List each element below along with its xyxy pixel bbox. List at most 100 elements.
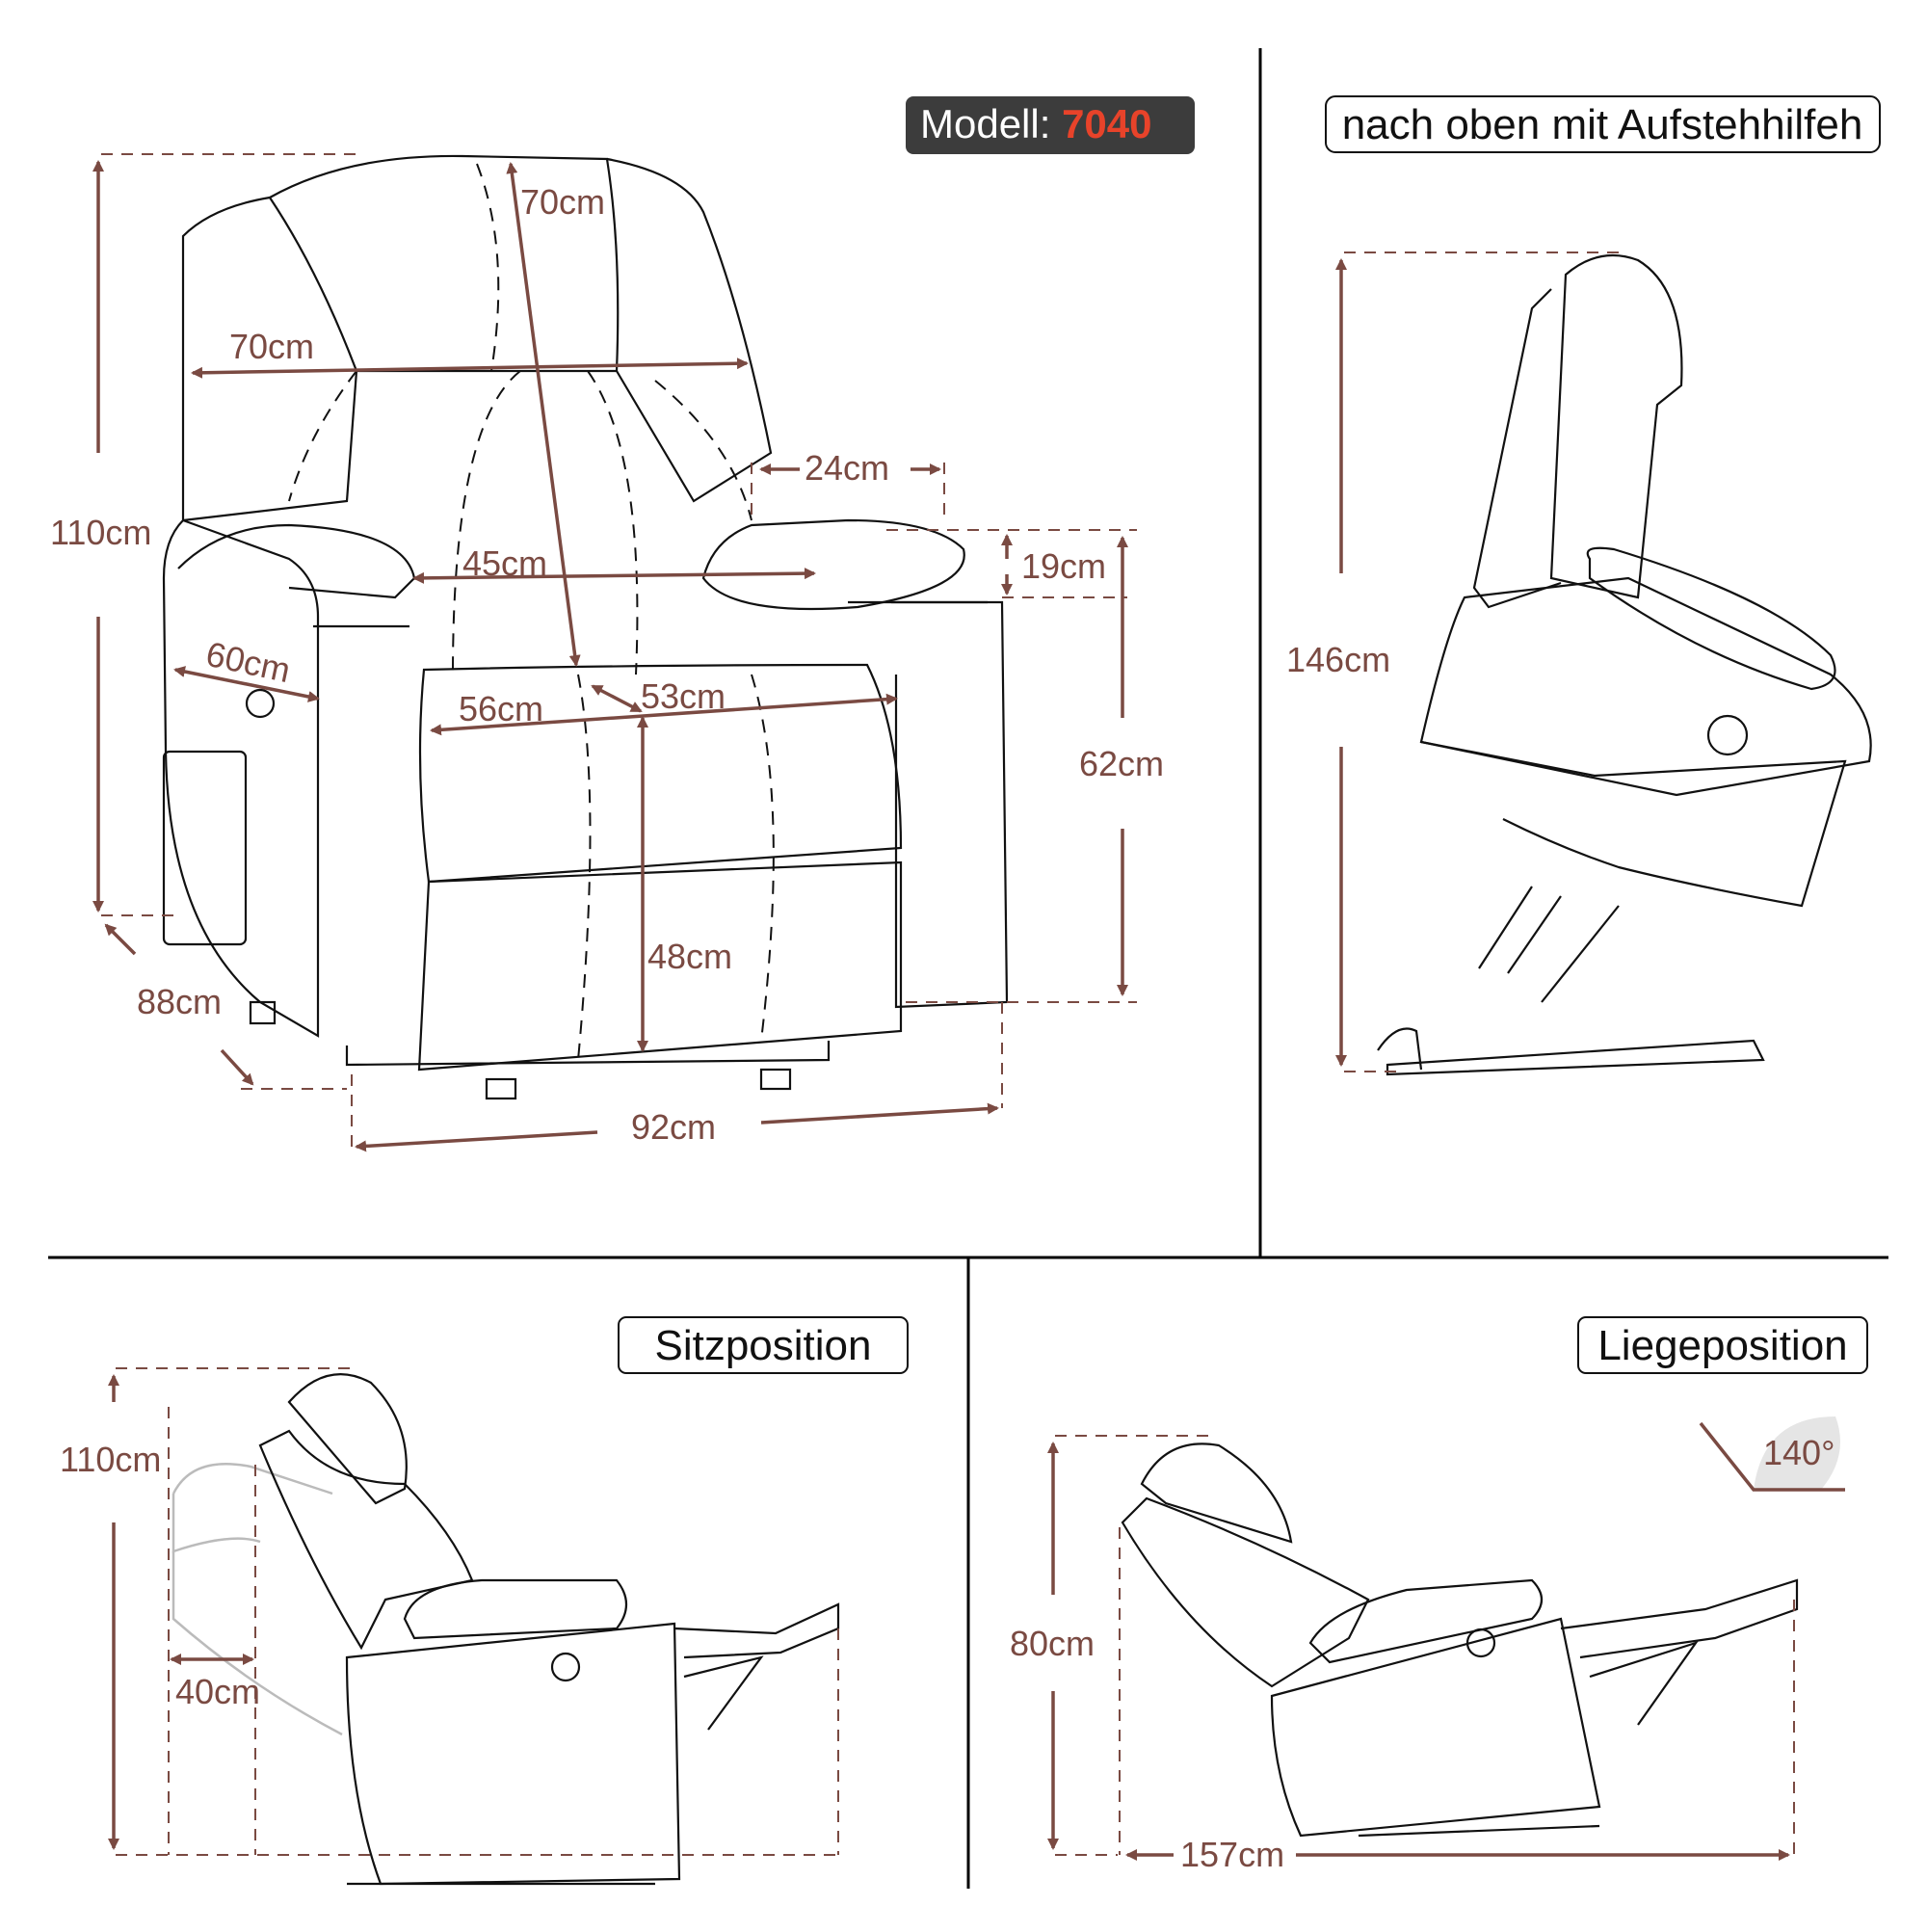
arrow-inner-45 bbox=[412, 568, 816, 584]
sitting-control-button bbox=[550, 1652, 581, 1682]
seam-back-1 bbox=[452, 370, 521, 675]
sitting-body bbox=[345, 1622, 681, 1886]
label-total-height: 110cm bbox=[50, 513, 151, 552]
label-seat-width: 56cm bbox=[459, 689, 543, 728]
angle-label: 140° bbox=[1763, 1433, 1835, 1472]
control-button bbox=[245, 688, 276, 719]
arrow-side-60 bbox=[173, 666, 320, 702]
model-badge-background bbox=[906, 96, 1195, 154]
arrow-width-92-left bbox=[355, 1130, 598, 1152]
lying-height-label: 80cm bbox=[1010, 1624, 1095, 1663]
lift-mechanism bbox=[1478, 886, 1620, 1003]
seam-back-3 bbox=[288, 370, 357, 502]
arrow-headrest-70 bbox=[506, 162, 581, 667]
label-back-width: 70cm bbox=[229, 327, 314, 366]
sitting-ghost-back bbox=[172, 1463, 343, 1736]
right-back-wing bbox=[606, 157, 773, 503]
left-arm-front bbox=[162, 518, 320, 1038]
sitting-chair-drawing bbox=[258, 1372, 840, 1886]
angle-fill bbox=[1754, 1416, 1840, 1490]
lift-control-button bbox=[1706, 714, 1749, 756]
panel-dividers bbox=[48, 48, 1888, 1889]
arrow-seat-56 bbox=[430, 693, 898, 736]
lift-label-box bbox=[1325, 95, 1881, 153]
seam-back-4 bbox=[654, 380, 752, 521]
seam-back-2 bbox=[587, 370, 639, 675]
model-badge: Modell: 7040 bbox=[906, 96, 1195, 154]
sitting-headrest bbox=[287, 1372, 408, 1505]
sitting-footrest bbox=[673, 1602, 840, 1659]
lift-base bbox=[1386, 1039, 1765, 1076]
lift-height-label: 146cm bbox=[1286, 640, 1390, 679]
lift-front-foot bbox=[1377, 1027, 1423, 1071]
arrow-backwidth-70 bbox=[191, 357, 749, 379]
front-dim-arrows bbox=[92, 160, 1128, 1152]
lift-side bbox=[1420, 740, 1847, 908]
sitting-footrest-linkage bbox=[683, 1655, 764, 1731]
lift-dim: 146cm bbox=[1286, 251, 1619, 1072]
sitting-height-label: 110cm bbox=[60, 1440, 161, 1479]
sitting-label-box bbox=[618, 1316, 909, 1374]
label-total-width: 92cm bbox=[631, 1107, 716, 1147]
lying-label-box bbox=[1577, 1316, 1868, 1374]
sitting-ghost-outline bbox=[172, 1463, 343, 1736]
lying-footrest bbox=[1560, 1578, 1799, 1659]
seam-head-left bbox=[476, 163, 500, 372]
lying-length-label: 157cm bbox=[1180, 1835, 1284, 1874]
lying-back bbox=[1121, 1496, 1370, 1688]
lift-seat bbox=[1419, 576, 1872, 797]
label-arm-height: 62cm bbox=[1079, 744, 1164, 783]
label-headrest-height: 70cm bbox=[520, 182, 605, 222]
sitting-ghost-outline-2 bbox=[172, 1494, 261, 1553]
label-seat-depth: 53cm bbox=[641, 676, 726, 716]
label-armrest-width: 24cm bbox=[805, 448, 889, 488]
front-chair-seams bbox=[288, 163, 775, 1061]
sitting-view-panel: Sitzposition bbox=[60, 1316, 909, 1886]
sitting-clearance-label: 40cm bbox=[175, 1672, 260, 1711]
label-inner-width: 45cm bbox=[462, 543, 547, 583]
label-armrest-height: 19cm bbox=[1021, 546, 1106, 586]
arrow-depth-88-down bbox=[220, 1048, 254, 1086]
lying-headrest bbox=[1140, 1442, 1293, 1544]
lift-label: nach oben mit Aufstehhilfeh bbox=[1342, 101, 1863, 148]
arrow-seat-53 bbox=[591, 684, 643, 713]
footrest-panel bbox=[417, 860, 903, 1072]
lying-footrest-linkage bbox=[1589, 1640, 1699, 1726]
center-foot bbox=[485, 1077, 517, 1100]
arrow-width-92-right bbox=[760, 1102, 999, 1125]
angle-indicator: 140° bbox=[1699, 1416, 1845, 1492]
headrest bbox=[268, 154, 620, 373]
label-side-depth: 60cm bbox=[202, 634, 294, 690]
seam-seat-2 bbox=[751, 674, 775, 1042]
angle-lines bbox=[1699, 1421, 1845, 1492]
left-arm-top bbox=[177, 523, 416, 599]
seam-seat-1 bbox=[577, 674, 592, 1061]
front-view-panel: Modell: 7040 bbox=[50, 96, 1195, 1152]
sitting-back bbox=[258, 1429, 474, 1651]
arrow-depth-88-up bbox=[104, 923, 137, 956]
side-pocket bbox=[162, 750, 248, 946]
lying-dim: 80cm 157cm bbox=[1010, 1435, 1795, 1874]
lying-chair-drawing bbox=[1121, 1442, 1799, 1838]
sitting-armrest bbox=[403, 1578, 628, 1640]
left-back-wing bbox=[181, 196, 358, 522]
lying-armrest bbox=[1308, 1578, 1544, 1664]
label-seat-height: 48cm bbox=[647, 937, 732, 976]
right-arm-front bbox=[848, 600, 1009, 1009]
front-dim-guides bbox=[101, 153, 1137, 1147]
base-rail bbox=[345, 1041, 831, 1067]
sitting-dim: 110cm 40cm bbox=[60, 1367, 839, 1856]
front-dim-labels: 110cm 70cm 70cm 24cm 19cm 45cm 60cm 56cm… bbox=[50, 182, 1164, 1147]
lift-back bbox=[1472, 288, 1562, 609]
lift-armrest bbox=[1586, 546, 1836, 691]
lift-view-panel: nach oben mit Aufstehhilfeh 146cm bbox=[1286, 95, 1881, 1076]
lying-control-button bbox=[1465, 1628, 1496, 1658]
right-arm-top bbox=[701, 518, 965, 611]
lying-label: Liegeposition bbox=[1597, 1322, 1847, 1369]
label-depth: 88cm bbox=[137, 982, 222, 1021]
left-foot bbox=[249, 1000, 277, 1025]
model-badge-text: Modell: 7040 bbox=[920, 101, 1152, 146]
lift-chair-drawing bbox=[1377, 253, 1872, 1076]
